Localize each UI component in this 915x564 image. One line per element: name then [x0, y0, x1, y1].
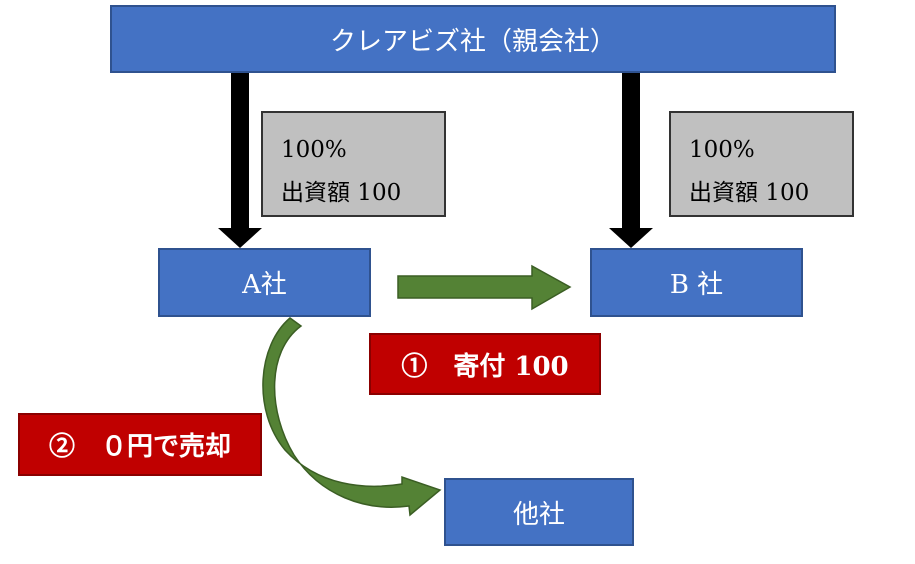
step1-donation-label: ① 寄付 100 — [369, 333, 601, 395]
ownership-note-a: 100% 出資額 100 — [261, 111, 446, 217]
step2-sale-label: ② ０円で売却 — [18, 413, 262, 476]
company-a-box: A社 — [158, 248, 371, 317]
other-company-label: 他社 — [512, 499, 565, 530]
parent-company-label: クレアビズ社（親会社） — [329, 26, 616, 57]
donation-arrow — [397, 264, 572, 311]
company-a-label: A社 — [242, 270, 287, 300]
step1-text: ① 寄付 100 — [401, 351, 569, 382]
ownership-b-percent: 100% — [689, 137, 755, 163]
sale-arrow — [262, 317, 442, 517]
company-b-label: B 社 — [669, 270, 724, 300]
ownership-a-percent: 100% — [281, 137, 347, 163]
company-b-box: B 社 — [590, 248, 803, 317]
ownership-arrow-b — [609, 73, 653, 248]
ownership-b-investment: 出資額 100 — [689, 180, 810, 206]
ownership-a-investment: 出資額 100 — [281, 180, 402, 206]
other-company-box: 他社 — [444, 478, 634, 546]
ownership-arrow-a — [218, 73, 262, 248]
step2-text: ② ０円で売却 — [48, 432, 231, 462]
parent-company-box: クレアビズ社（親会社） — [110, 5, 836, 73]
ownership-note-b: 100% 出資額 100 — [669, 111, 854, 217]
